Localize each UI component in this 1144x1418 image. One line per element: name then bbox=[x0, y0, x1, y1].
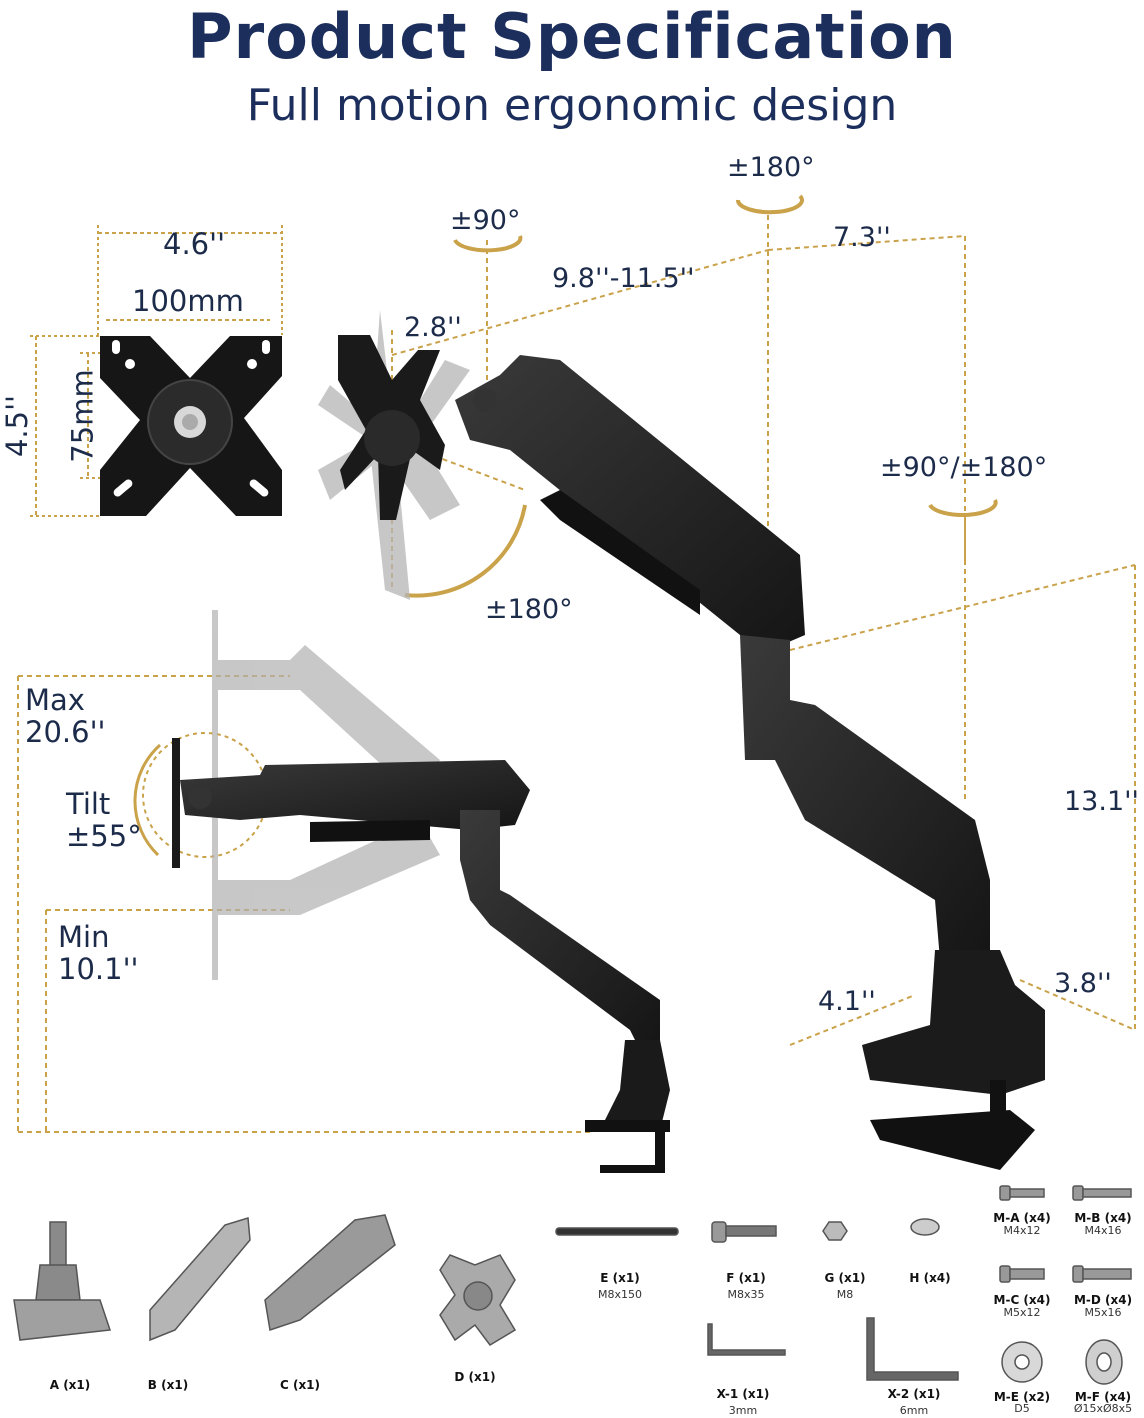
swivel-base-label: ±90°/±180° bbox=[880, 452, 1048, 483]
part-me-label: M-E (x2) bbox=[993, 1390, 1051, 1404]
part-d-label: D (x1) bbox=[454, 1370, 496, 1384]
rotation-arrows bbox=[404, 194, 998, 598]
swivel-head-label: ±90° bbox=[450, 205, 521, 236]
base-depth-label: 3.8'' bbox=[1054, 968, 1112, 999]
part-f-label: F (x1) bbox=[726, 1271, 766, 1285]
part-g-label: G (x1) bbox=[824, 1271, 866, 1285]
part-ma-label: M-A (x4) bbox=[993, 1211, 1051, 1225]
max-height-label: Max bbox=[25, 683, 85, 717]
part-e-spec: M8x150 bbox=[598, 1288, 642, 1301]
part-f-graphic bbox=[711, 1221, 777, 1243]
part-h-graphic bbox=[910, 1218, 940, 1236]
vesa-outer-height-label: 4.5'' bbox=[0, 394, 35, 458]
tilt-value: ±55° bbox=[66, 819, 142, 853]
part-x1-spec: 3mm bbox=[728, 1404, 758, 1417]
part-mc-spec: M5x12 bbox=[1003, 1306, 1041, 1319]
part-f-spec: M8x35 bbox=[727, 1288, 765, 1301]
rotation-label: ±180° bbox=[485, 594, 573, 625]
min-height-label: Min bbox=[58, 920, 110, 954]
base-width-label: 4.1'' bbox=[818, 986, 876, 1017]
part-g-spec: M8 bbox=[836, 1288, 854, 1301]
part-g-graphic bbox=[822, 1221, 848, 1241]
part-e-graphic bbox=[555, 1227, 679, 1236]
part-c-graphic bbox=[264, 1214, 396, 1331]
part-c-label: C (x1) bbox=[279, 1378, 321, 1392]
upper-arm-reach-label: 7.3'' bbox=[833, 222, 891, 253]
part-d-graphic bbox=[439, 1254, 517, 1346]
vesa-outer-width-label: 4.6'' bbox=[163, 227, 226, 261]
part-mf-spec: Ø15xØ8x5 bbox=[1073, 1402, 1133, 1415]
vesa-hole-width-label: 100mm bbox=[132, 284, 244, 318]
part-mc-label: M-C (x4) bbox=[993, 1293, 1051, 1307]
part-x1-graphic bbox=[707, 1323, 786, 1356]
part-mb-spec: M4x16 bbox=[1084, 1224, 1122, 1237]
part-x2-spec: 6mm bbox=[899, 1404, 929, 1417]
vesa-hole-height-label: 75mm bbox=[65, 369, 100, 463]
screw-graphics bbox=[999, 1185, 1132, 1283]
part-x2-label: X-2 (x1) bbox=[887, 1387, 941, 1401]
pole-height-label: 13.1'' bbox=[1064, 786, 1139, 817]
vesa-plate-graphic bbox=[100, 336, 282, 516]
part-e-label: E (x1) bbox=[600, 1271, 640, 1285]
part-b-graphic bbox=[149, 1217, 251, 1342]
part-mb-label: M-B (x4) bbox=[1074, 1211, 1132, 1225]
main-arm-graphic bbox=[455, 355, 1045, 1170]
page-title: Product Specification bbox=[187, 0, 957, 73]
min-height-value: 10.1'' bbox=[58, 952, 139, 986]
part-a-graphic bbox=[13, 1221, 112, 1341]
part-mf-label: M-F (x4) bbox=[1074, 1390, 1132, 1404]
part-x2-graphic bbox=[866, 1317, 959, 1381]
part-md-label: M-D (x4) bbox=[1073, 1293, 1133, 1307]
part-b-label: B (x1) bbox=[147, 1378, 189, 1392]
part-mf-graphic bbox=[1085, 1339, 1123, 1385]
part-md-spec: M5x16 bbox=[1084, 1306, 1122, 1319]
page-subtitle: Full motion ergonomic design bbox=[246, 80, 898, 131]
head-vesa-plate bbox=[338, 335, 445, 520]
part-me-spec: D5 bbox=[1014, 1402, 1030, 1415]
tilt-label: Tilt bbox=[66, 787, 111, 821]
part-x1-label: X-1 (x1) bbox=[716, 1387, 770, 1401]
lower-arm-graphic bbox=[172, 738, 670, 1173]
parts-graphics bbox=[13, 1185, 1132, 1385]
swivel-elbow-label: ±180° bbox=[727, 152, 815, 183]
part-me-graphic bbox=[1001, 1341, 1043, 1383]
max-height-value: 20.6'' bbox=[25, 715, 106, 749]
part-h-label: H (x4) bbox=[909, 1271, 951, 1285]
forearm-reach-label: 9.8''-11.5'' bbox=[552, 263, 695, 294]
part-ma-spec: M4x12 bbox=[1003, 1224, 1041, 1237]
part-a-label: A (x1) bbox=[49, 1378, 91, 1392]
head-offset-label: 2.8'' bbox=[404, 312, 462, 343]
